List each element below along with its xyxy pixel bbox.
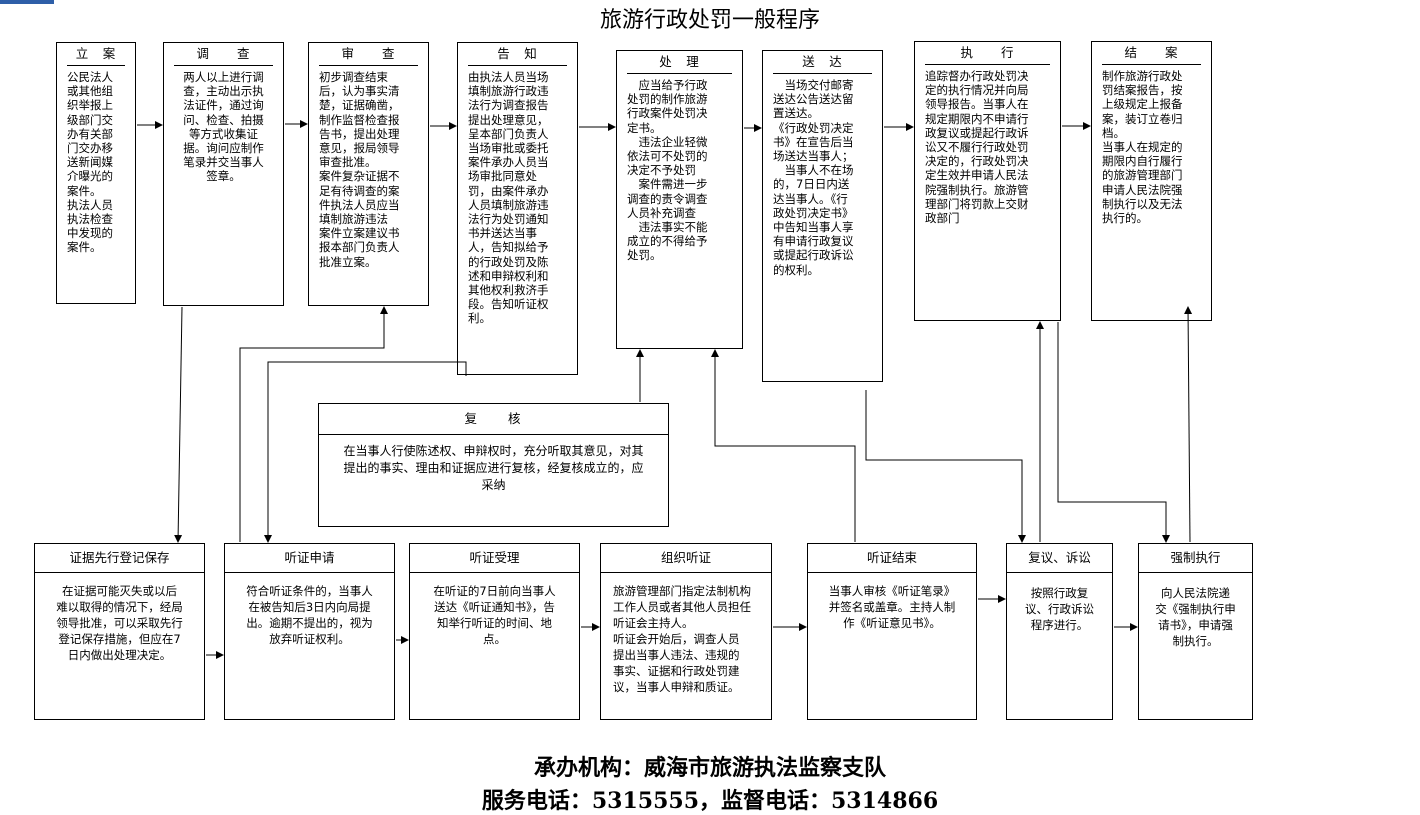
step-execution-title: 执 行 [925,42,1050,65]
step-filing-title: 立 案 [67,43,125,66]
hearing-end-body: 当事人审核《听证笔录》 并签名或盖章。主持人制 作《听证意见书》。 [828,584,956,630]
reconsideration-box: 复议、诉讼 按照行政复 议、行政诉讼 程序进行。 [1006,543,1113,720]
arrow-hearing-end-to-handling [711,349,856,542]
step-delivery-title: 送 达 [773,51,872,74]
hearing-end-title: 听证结束 [808,544,976,573]
arrow-delivery-to-reconsideration [865,390,1026,543]
hearing-acceptance-title: 听证受理 [410,544,579,573]
arrow-enforcement-to-closing [1184,306,1193,543]
step-filing-body: 公民法人 或其他组 织举报上 级部门交 办有关部 门交办移 送新闻媒 介曝光的 … [67,70,113,255]
reconsideration-body: 按照行政复 议、行政诉讼 程序进行。 [1025,586,1094,632]
arrow-hearing-to-review [239,306,388,542]
hearing-application-title: 听证申请 [225,544,394,573]
step-closing: 结 案 制作旅游行政处 罚结案报告，按 上级规定上报备 案，装订立卷归 档。 当… [1091,41,1212,321]
enforcement-box: 强制执行 向人民法院递 交《强制执行申 请书》，申请强 制执行。 [1138,543,1253,720]
step-review-body: 初步调查结束 后，认为事实清 楚，证据确凿， 制作监督检查报 告书，提出处理 意… [319,70,400,269]
arrow-investigation-to-evidence [174,306,183,543]
enforcement-body: 向人民法院递 交《强制执行申 请书》，申请强 制执行。 [1155,586,1236,648]
footer-organizer: 承办机构：威海市旅游执法监察支队 [533,755,886,781]
recheck-title: 复 核 [319,404,668,435]
evidence-preservation-body: 在证据可能灭失或以后 难以取得的情况下，经局 领导批准，可以采取先行 登记保存措… [56,584,183,662]
corner-accent [0,0,54,4]
step-delivery-body: 当场交付邮寄 送达公告送达留 置送达。 《行政处罚决定 书》在宣告后当 场送达当… [773,78,854,277]
hearing-end-box: 听证结束 当事人审核《听证笔录》 并签名或盖章。主持人制 作《听证意见书》。 [807,543,977,720]
enforcement-title: 强制执行 [1139,544,1252,573]
step-execution: 执 行 追踪督办行政处罚决 定的执行情况并向局 领导报告。当事人在 规定期限内不… [914,41,1061,321]
step-review: 审 查 初步调查结束 后，认为事实清 楚，证据确凿， 制作监督检查报 告书，提出… [308,42,429,306]
hearing-acceptance-body: 在听证的7日前向当事人 送达《听证通知书》，告 知举行听证的时间、地 点。 [433,584,556,646]
organize-hearing-body: 旅游管理部门指定法制机构 工作人员或者其他人员担任 听证会主持人。 听证会开始后… [613,584,751,694]
hearing-application-box: 听证申请 符合听证条件的，当事人 在被告知后3日内向局提 出。逾期不提出的，视为… [224,543,395,720]
hearing-application-body: 符合听证条件的，当事人 在被告知后3日内向局提 出。逾期不提出的，视为 放弃听证… [246,584,373,646]
evidence-preservation-box: 证据先行登记保存 在证据可能灭失或以后 难以取得的情况下，经局 领导批准，可以采… [34,543,205,720]
step-investigation-title: 调 查 [174,43,273,66]
step-handling-title: 处 理 [627,51,732,74]
reconsideration-title: 复议、诉讼 [1007,544,1112,573]
organize-hearing-title: 组织听证 [601,544,771,573]
step-investigation: 调 查 两人以上进行调 查，主动出示执 法证件，通过询 问、检查、拍摄 等方式收… [163,42,284,306]
page-title: 旅游行政处罚一般程序 [599,8,820,33]
step-handling-body: 应当给予行政 处罚的制作旅游 行政案件处罚决 定书。 违法企业轻微 依法可不处罚… [627,78,708,263]
step-delivery: 送 达 当场交付邮寄 送达公告送达留 置送达。 《行政处罚决定 书》在宣告后当 … [762,50,883,382]
step-handling: 处 理 应当给予行政 处罚的制作旅游 行政案件处罚决 定书。 违法企业轻微 依法… [616,50,743,349]
arrow-execution-to-enforcement [1057,322,1170,543]
step-closing-title: 结 案 [1102,42,1201,65]
step-closing-body: 制作旅游行政处 罚结案报告，按 上级规定上报备 案，装订立卷归 档。 当事人在规… [1102,69,1183,226]
arrow-notification-to-hearing [264,361,467,543]
step-filing: 立 案 公民法人 或其他组 织举报上 级部门交 办有关部 门交办移 送新闻媒 介… [56,42,136,304]
step-review-title: 审 查 [319,43,418,66]
recheck-body: 在当事人行使陈述权、申辩权时，充分听取其意见，对其 提出的事实、理由和证据应进行… [343,444,644,492]
hearing-acceptance-box: 听证受理 在听证的7日前向当事人 送达《听证通知书》，告 知举行听证的时间、地 … [409,543,580,720]
step-notification-body: 由执法人员当场 填制旅游行政违 法行为调查报告 提出处理意见， 呈本部门负责人 … [468,70,549,326]
step-notification-title: 告 知 [468,43,567,66]
recheck-box: 复 核 在当事人行使陈述权、申辩权时，充分听取其意见，对其 提出的事实、理由和证… [318,403,669,527]
step-investigation-body: 两人以上进行调 查，主动出示执 法证件，通过询 问、检查、拍摄 等方式收集证 据… [183,70,264,184]
step-notification: 告 知 由执法人员当场 填制旅游行政违 法行为调查报告 提出处理意见， 呈本部门… [457,42,578,375]
organize-hearing-box: 组织听证 旅游管理部门指定法制机构 工作人员或者其他人员担任 听证会主持人。 听… [600,543,772,720]
step-execution-body: 追踪督办行政处罚决 定的执行情况并向局 领导报告。当事人在 规定期限内不申请行 … [925,69,1029,226]
footer-phones: 服务电话：5315555，监督电话：5314866 [481,788,939,814]
evidence-preservation-title: 证据先行登记保存 [35,544,204,573]
